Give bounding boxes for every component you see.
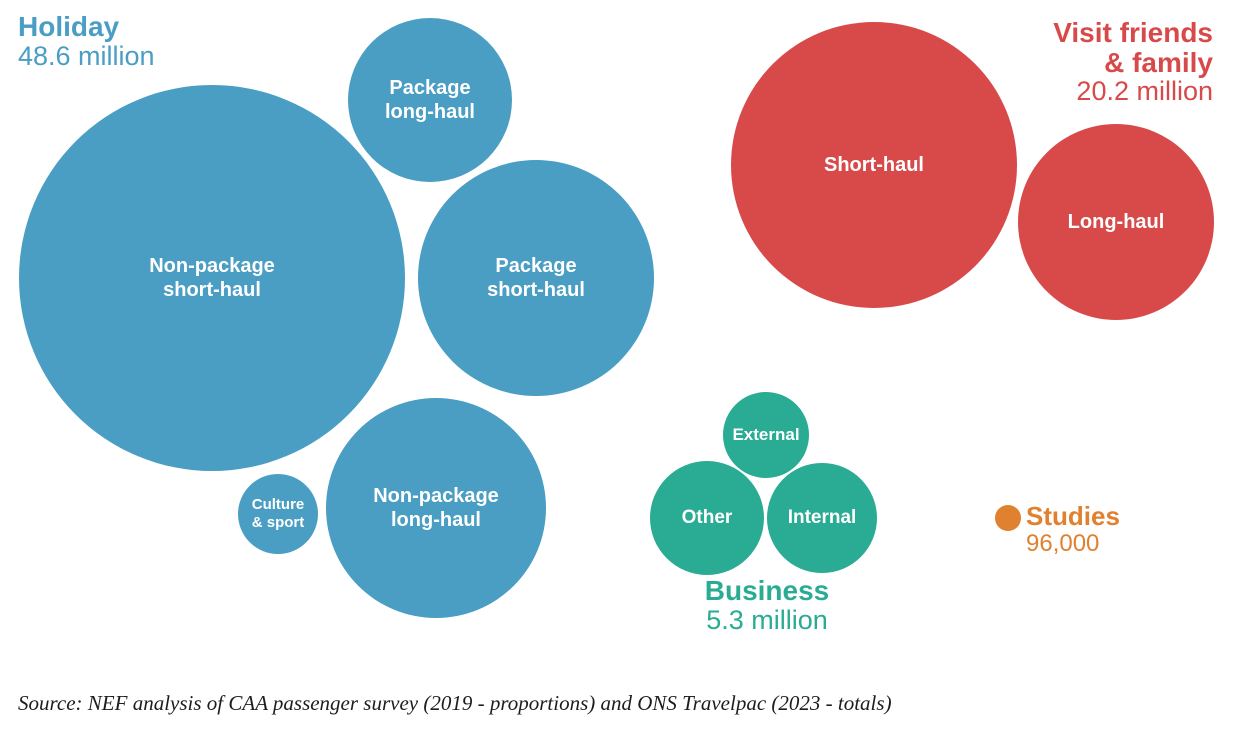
bubble-label: Non-package long-haul: [373, 484, 499, 531]
bubble-label: Short-haul: [824, 153, 924, 176]
holiday-group-title: Holiday 48.6 million: [18, 11, 155, 72]
bubble-label: Non-package short-haul: [149, 254, 275, 301]
holiday-title-label: Holiday: [18, 11, 120, 42]
business-group-title: Business 5.3 million: [657, 575, 877, 636]
bubble-label: Package short-haul: [487, 254, 585, 301]
business-total-value: 5.3 million: [706, 605, 828, 636]
visit-friends-family-group-title: Visit friends & family 20.2 million: [1013, 18, 1213, 107]
bubble-holiday-non-package-long-haul: Non-package long-haul: [326, 398, 546, 618]
bubble-holiday-non-package-short-haul: Non-package short-haul: [19, 85, 405, 471]
studies-bubble-dot: [995, 505, 1021, 531]
studies-total-value: 96,000: [1026, 530, 1100, 558]
business-title-label: Business: [704, 575, 830, 606]
bubble-holiday-package-long-haul: Package long-haul: [348, 18, 512, 182]
studies-text-block: Studies 96,000: [1026, 501, 1120, 558]
bubble-vff-short-haul: Short-haul: [731, 22, 1017, 308]
bubble-label: Long-haul: [1067, 210, 1165, 233]
bubble-vff-long-haul: Long-haul: [1018, 124, 1214, 320]
bubble-business-external: External: [723, 392, 809, 478]
visit-friends-family-title-label: Visit friends & family: [1053, 17, 1213, 78]
bubble-label: Internal: [787, 507, 857, 529]
bubble-business-internal: Internal: [767, 463, 877, 573]
bubble-business-other: Other: [650, 461, 764, 575]
bubble-label: Other: [681, 507, 733, 529]
bubble-label: Culture & sport: [251, 495, 305, 531]
source-note: Source: NEF analysis of CAA passenger su…: [18, 691, 892, 715]
bubble-holiday-package-short-haul: Package short-haul: [418, 160, 654, 396]
studies-title-label: Studies: [1026, 501, 1120, 531]
bubble-label: Package long-haul: [385, 76, 475, 123]
holiday-total-value: 48.6 million: [18, 41, 155, 72]
bubble-holiday-culture-and-sport: Culture & sport: [238, 474, 318, 554]
visit-friends-family-total-value: 20.2 million: [1076, 76, 1213, 107]
bubble-label: External: [732, 424, 800, 444]
